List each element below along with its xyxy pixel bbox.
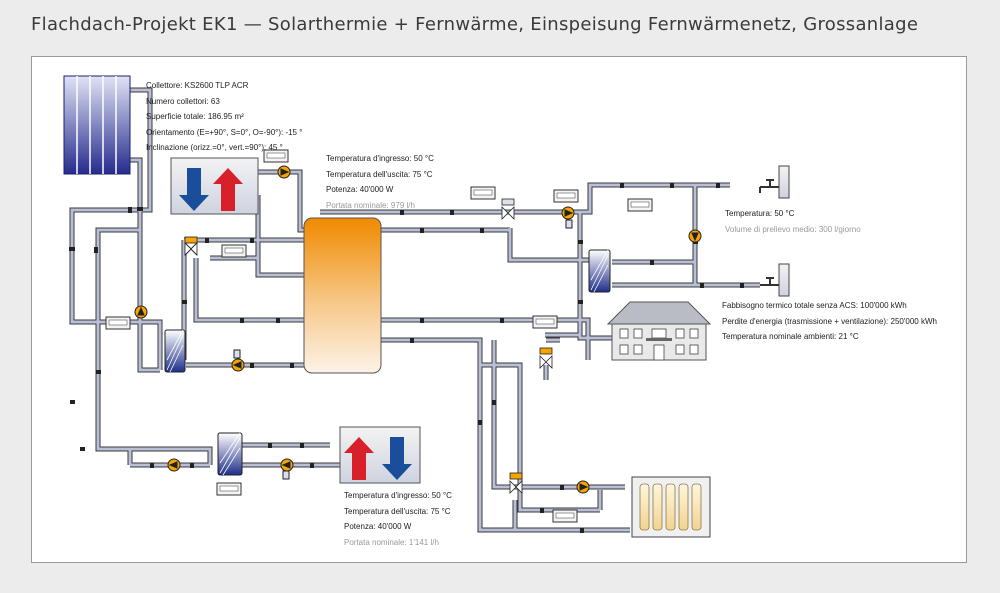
plate-exchanger-district (217, 432, 243, 476)
hx-top-line: Temperatura d'ingresso: 50 °C (326, 154, 434, 163)
hot-water-temperature: Temperatura: 50 °C (725, 209, 795, 218)
diagram-frame (31, 56, 967, 563)
plate-exchanger-collector (164, 329, 186, 373)
district-heat-exchanger-top (170, 157, 259, 215)
heat-exchanger-bottom-info: Temperatura d'ingresso: 50 °C Temperatur… (344, 488, 452, 550)
controller-icon (263, 149, 289, 163)
pump-icon (167, 458, 181, 472)
solar-collector-array (63, 75, 131, 175)
heat-exchanger-top-info: Temperatura d'ingresso: 50 °C Temperatur… (326, 151, 434, 213)
pump-icon (134, 305, 148, 319)
three-way-valve-icon (539, 347, 553, 369)
controller-icon (105, 316, 131, 330)
arrow-down-icon (382, 437, 412, 480)
controller-icon (221, 244, 247, 258)
controller-icon (627, 198, 653, 212)
arrow-up-icon (344, 437, 374, 480)
building-info-line: Fabbisogno termico totale senza ACS: 100… (722, 301, 907, 310)
collector-info-line: Collettore: KS2600 TLP ACR (146, 81, 249, 90)
three-way-valve-icon (501, 198, 515, 220)
controller-icon (553, 189, 579, 203)
controller-icon (470, 186, 496, 200)
pump-icon (280, 458, 294, 472)
district-heat-exchanger-bottom (339, 426, 421, 484)
pump-icon (277, 165, 291, 179)
building-info-line: Temperatura nominale ambienti: 21 °C (722, 332, 859, 341)
storage-tank (303, 217, 382, 374)
controller-icon (532, 315, 558, 329)
hot-water-tap-icon (759, 165, 790, 199)
controller-icon (216, 482, 242, 496)
collector-info-line: Superficie totale: 186.95 m² (146, 112, 244, 121)
three-way-valve-icon (509, 472, 523, 494)
hx-top-nominal: Portata nominale: 979 l/h (326, 200, 415, 210)
pump-icon (576, 480, 590, 494)
building-icon (606, 301, 712, 361)
hot-water-volume: Volume di prelievo medio: 300 l/giorno (725, 224, 861, 234)
cold-water-tap-icon (760, 263, 790, 297)
collector-info: Collettore: KS2600 TLP ACR Numero collet… (146, 78, 302, 156)
arrow-up-icon (213, 168, 243, 211)
controller-icon (552, 509, 578, 523)
radiator-icon (631, 476, 711, 538)
arrow-down-icon (179, 168, 209, 211)
building-info: Fabbisogno termico totale senza ACS: 100… (722, 298, 937, 345)
building-info-line: Perdite d'energia (trasmissione + ventil… (722, 316, 937, 326)
pump-icon (231, 358, 245, 372)
hx-top-line: Temperatura dell'uscita: 75 °C (326, 169, 433, 179)
page-title: Flachdach-Projekt EK1 — Solarthermie + F… (31, 14, 919, 35)
hx-bottom-line: Potenza: 40'000 W (344, 522, 412, 531)
pump-icon (688, 229, 702, 243)
hx-bottom-line: Temperatura d'ingresso: 50 °C (344, 491, 452, 500)
hot-water-info: Temperatura: 50 °C Volume di prelievo me… (725, 206, 861, 237)
three-way-valve-icon (184, 236, 198, 256)
hx-bottom-nominal: Portata nominale: 1'141 l/h (344, 537, 439, 547)
plate-exchanger-dhw (588, 249, 611, 293)
collector-info-line: Inclinazione (orizz.=0°, vert.=90°): 45 … (146, 143, 283, 152)
pump-icon (561, 206, 575, 220)
hx-top-line: Potenza: 40'000 W (326, 185, 394, 194)
hx-bottom-line: Temperatura dell'uscita: 75 °C (344, 506, 451, 516)
collector-info-line: Orientamento (E=+90°, S=0°, O=-90°): -15… (146, 127, 303, 137)
collector-info-line: Numero collettori: 63 (146, 96, 220, 106)
